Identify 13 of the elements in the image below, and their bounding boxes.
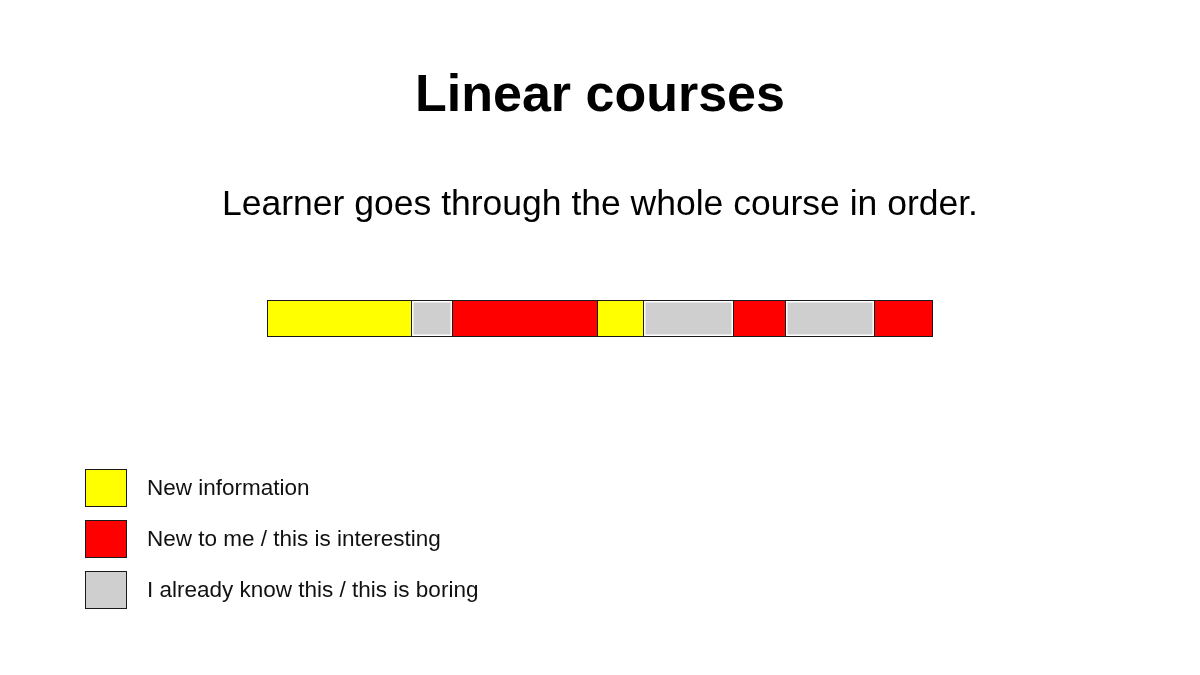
course-segment: [411, 300, 453, 337]
course-segment: [267, 300, 412, 337]
subtitle: Learner goes through the whole course in order.: [222, 183, 978, 223]
title: Linear courses: [415, 64, 785, 122]
course-segment: [733, 300, 786, 337]
legend-label: I already know this / this is boring: [147, 576, 479, 604]
legend-label: New to me / this is interesting: [147, 525, 441, 553]
course-segment: [452, 300, 598, 337]
course-segment: [874, 300, 933, 337]
course-segment: [643, 300, 734, 337]
legend-label: New information: [147, 474, 310, 502]
course-segment: [785, 300, 875, 337]
course-segment: [597, 300, 644, 337]
